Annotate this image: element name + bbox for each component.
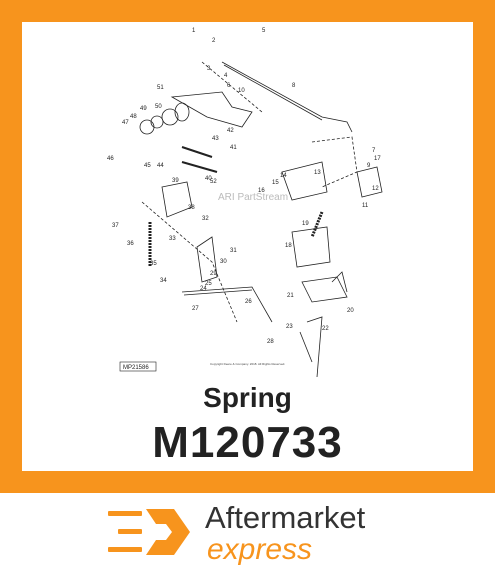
callout-number: 10 bbox=[238, 88, 245, 94]
callout-number: 5 bbox=[262, 28, 266, 34]
callout-number: 31 bbox=[230, 248, 237, 254]
callout-number: 21 bbox=[287, 293, 294, 299]
callout-number: 43 bbox=[212, 136, 219, 142]
callout-number: 34 bbox=[160, 278, 167, 284]
callout-number: 8 bbox=[292, 83, 296, 89]
callout-number: 16 bbox=[258, 188, 265, 194]
callout-number: 12 bbox=[372, 186, 379, 192]
callout-number: 20 bbox=[347, 308, 354, 314]
callout-number: 6 bbox=[227, 83, 231, 89]
callout-number: 14 bbox=[280, 173, 287, 179]
callout-number: 23 bbox=[286, 324, 293, 330]
callout-number: 37 bbox=[112, 223, 119, 229]
hexagon-speed-icon bbox=[108, 509, 190, 555]
callout-number: 28 bbox=[267, 339, 274, 345]
callout-number: 11 bbox=[362, 203, 369, 209]
callout-number: 51 bbox=[157, 85, 164, 91]
callout-number: 1 bbox=[192, 28, 196, 34]
callout-number: 24 bbox=[200, 286, 207, 292]
callout-number: 2 bbox=[212, 38, 216, 44]
part-number: M120733 bbox=[152, 418, 343, 467]
callout-number: 7 bbox=[372, 148, 376, 154]
callout-number: 42 bbox=[227, 128, 234, 134]
part-name: Spring bbox=[203, 382, 292, 413]
copyright: Copyright Deere & Company. 2018. All Rig… bbox=[210, 362, 285, 366]
callout-number: 25 bbox=[205, 281, 212, 287]
callout-number: 17 bbox=[374, 156, 381, 162]
callout-number: 45 bbox=[144, 163, 151, 169]
callout-number: 47 bbox=[122, 120, 129, 126]
callout-number: 22 bbox=[322, 326, 329, 332]
brand-tagline: express bbox=[207, 533, 313, 566]
callout-number: 48 bbox=[130, 114, 137, 120]
callout-number: 3 bbox=[207, 66, 211, 72]
white-panel: MP21586 ARI PartStream Copyright Deere &… bbox=[22, 22, 473, 471]
callout-number: 46 bbox=[107, 156, 114, 162]
callout-number: 40 bbox=[205, 176, 212, 182]
callout-number: 50 bbox=[155, 104, 162, 110]
figure-id-box bbox=[119, 361, 157, 372]
callout-number: 19 bbox=[302, 221, 309, 227]
parts-diagram: MP21586 ARI PartStream Copyright Deere &… bbox=[107, 28, 383, 377]
callout-number: 52 bbox=[210, 179, 217, 185]
callout-number: 44 bbox=[157, 163, 164, 169]
callout-number: 18 bbox=[285, 243, 292, 249]
callout-number: 35 bbox=[150, 261, 157, 267]
brand-name: Aftermarket bbox=[205, 500, 366, 535]
callout-number: 9 bbox=[367, 163, 371, 169]
callout-number: 26 bbox=[245, 299, 252, 305]
watermark: ARI PartStream bbox=[218, 192, 288, 203]
callout-number: 30 bbox=[220, 259, 227, 265]
callout-number: 13 bbox=[314, 170, 321, 176]
callout-number: 33 bbox=[169, 236, 176, 242]
callout-number: 49 bbox=[140, 106, 147, 112]
callout-number: 15 bbox=[272, 180, 279, 186]
callout-number: 41 bbox=[230, 145, 237, 151]
orange-frame: MP21586 ARI PartStream Copyright Deere &… bbox=[0, 0, 495, 493]
callout-number: 4 bbox=[224, 73, 228, 79]
callout-number: 36 bbox=[127, 241, 134, 247]
callout-number: 29 bbox=[210, 271, 217, 277]
callout-number: 27 bbox=[192, 306, 199, 312]
callout-number: 32 bbox=[202, 216, 209, 222]
callout-numbers: 1234567891011121314151617181920212223242… bbox=[107, 28, 381, 345]
callout-number: 38 bbox=[188, 205, 195, 211]
callout-number: 39 bbox=[172, 178, 179, 184]
figure-id: MP21586 bbox=[123, 365, 149, 371]
